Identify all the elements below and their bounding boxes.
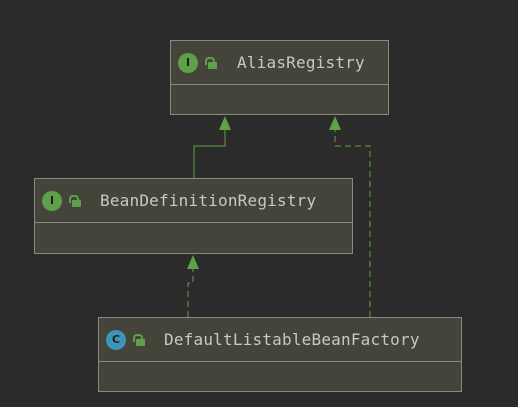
default-listable-bean-factory-name: DefaultListableBeanFactory	[164, 330, 420, 349]
interface-icon: I	[178, 52, 198, 73]
arrowhead-bean-definition-registry	[187, 255, 199, 269]
arrowhead-alias-registry-right	[329, 116, 341, 130]
edge-bean-definition-registry-to-alias-registry	[193, 130, 226, 178]
bean-definition-registry-node[interactable]: I BeanDefinitionRegistry	[34, 178, 353, 254]
edge-default-listable-bean-factory-to-bean-definition-registry	[187, 269, 194, 317]
bean-definition-registry-name: BeanDefinitionRegistry	[100, 191, 317, 210]
default-listable-bean-factory-members	[99, 362, 461, 394]
class-icon: C	[106, 329, 126, 350]
edge-default-listable-bean-factory-to-alias-registry	[334, 130, 371, 317]
unlock-icon	[132, 333, 146, 347]
unlock-icon	[204, 56, 218, 70]
arrowhead-alias-registry-left	[219, 116, 231, 130]
alias-registry-members	[171, 85, 388, 117]
alias-registry-name: AliasRegistry	[237, 53, 365, 72]
bean-definition-registry-header: I BeanDefinitionRegistry	[35, 179, 352, 223]
default-listable-bean-factory-node[interactable]: C DefaultListableBeanFactory	[98, 317, 462, 392]
bean-definition-registry-members	[35, 223, 352, 255]
interface-icon: I	[42, 190, 62, 211]
alias-registry-node[interactable]: I AliasRegistry	[170, 40, 389, 115]
default-listable-bean-factory-header: C DefaultListableBeanFactory	[99, 318, 461, 362]
alias-registry-header: I AliasRegistry	[171, 41, 388, 85]
unlock-icon	[68, 194, 82, 208]
